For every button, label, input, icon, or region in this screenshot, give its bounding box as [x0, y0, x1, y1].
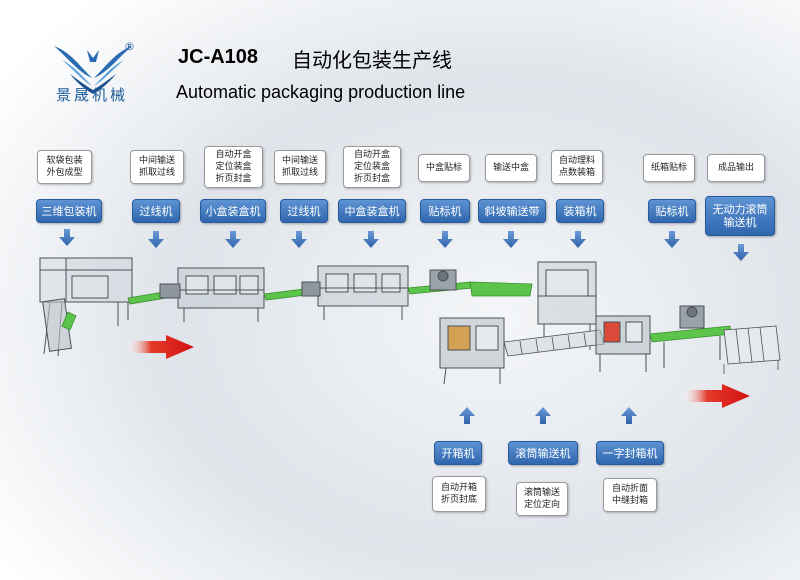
- station-note: 自动开盒 定位装盒 折页封盒: [343, 146, 401, 188]
- station-label-small-cartoner: 小盒装盒机: [200, 199, 266, 223]
- flow-arrow-icon: [684, 384, 750, 408]
- station-label-case-packer: 装箱机: [556, 199, 604, 223]
- station-note: 输送中盒: [485, 154, 537, 182]
- station-label-3d-wrapper: 三维包装机: [36, 199, 102, 223]
- station-label-case-sealer: 一字封箱机: [596, 441, 664, 465]
- station-note: 中盒贴标: [418, 154, 470, 182]
- station-label-mid-cartoner: 中盒装盒机: [338, 199, 406, 223]
- station-label-incline-conveyor: 斜坡输送带: [478, 199, 546, 223]
- station-label-roller-conveyor: 滚筒输送机: [508, 441, 578, 465]
- brand-logo-icon: [54, 46, 132, 94]
- station-label-roller-output: 无动力滚筒 输送机: [705, 196, 775, 236]
- station-note: 纸箱贴标: [643, 154, 695, 182]
- station-label-case-erector: 开箱机: [434, 441, 482, 465]
- flow-arrow-icon: [128, 335, 194, 359]
- station-label-transfer-2: 过线机: [280, 199, 328, 223]
- registered-mark: ®: [124, 40, 135, 53]
- station-note: 自动折面 中缝封箱: [603, 478, 657, 512]
- station-note: 滚筒输送 定位定向: [516, 482, 568, 516]
- station-note: 自动开盒 定位装盒 折页封盒: [204, 146, 263, 188]
- pointer-arrow-down-icon: [59, 229, 749, 261]
- brand-name: 景晟机械: [56, 86, 129, 104]
- station-note: 软袋包装 外包成型: [37, 150, 92, 184]
- page-title-en: Automatic packaging production line: [176, 82, 466, 102]
- station-note: 自动开箱 折页封底: [432, 476, 486, 512]
- station-note: 中间输送 抓取过线: [274, 150, 326, 184]
- station-note: 自动理料 点数装箱: [551, 150, 603, 184]
- pointer-arrow-up-icon: [459, 407, 637, 424]
- station-label-transfer-1: 过线机: [132, 199, 180, 223]
- station-note: 成品输出: [707, 154, 765, 182]
- model-number: JC-A108: [178, 46, 259, 68]
- station-label-labeler-1: 贴标机: [420, 199, 470, 223]
- station-label-labeler-2: 贴标机: [648, 199, 696, 223]
- station-note: 中间输送 抓取过线: [130, 150, 184, 184]
- page-title-cn: 自动化包装生产线: [292, 48, 452, 72]
